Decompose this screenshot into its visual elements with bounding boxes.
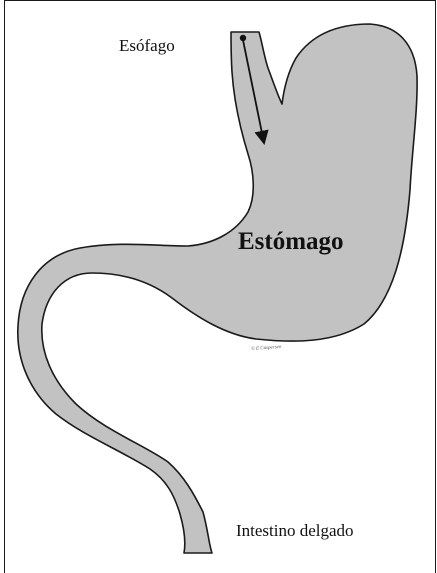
small-intestine-label: Intestino delgado (236, 522, 354, 539)
digestive-organ-shape (18, 24, 417, 553)
stomach-label: Estómago (238, 229, 344, 254)
esophagus-label: Esófago (119, 37, 175, 54)
